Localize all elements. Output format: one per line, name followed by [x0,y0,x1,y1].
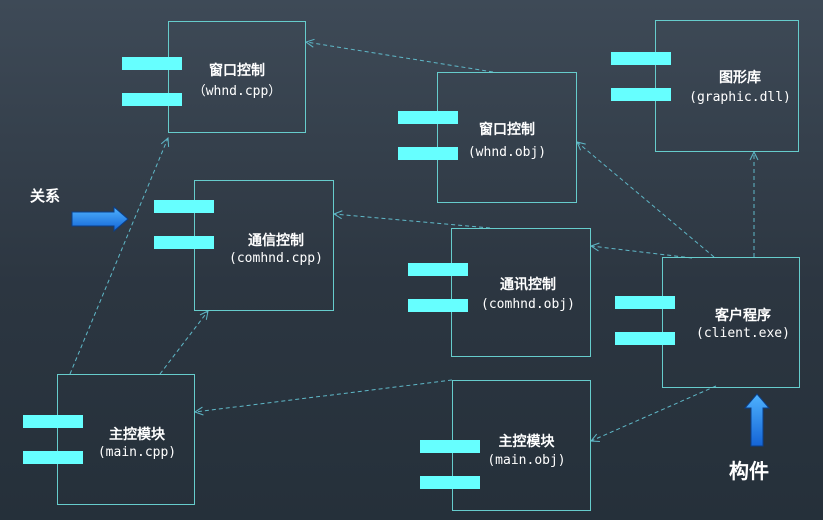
component-file: (graphic.dll) [689,90,791,105]
component-tab-bottom [23,451,83,464]
component-comm-obj[interactable]: 通讯控制 (comhnd.obj) [408,228,591,357]
component-graphic-dll[interactable]: 图形库 (graphic.dll) [611,20,799,152]
component-window-obj[interactable]: 窗口控制 (whnd.obj) [398,72,577,203]
component-file: (comhnd.cpp) [229,251,323,266]
component-name: 主控模块 [109,427,165,443]
dep-client-to-mainobj [591,385,717,441]
component-tab-bottom [611,88,671,101]
component-main-obj[interactable]: 主控模块 (main.obj) [420,380,591,511]
dep-client-to-comobj [591,246,693,259]
relation-legend-label: 关系 [30,187,61,205]
component-name: 主控模块 [498,434,555,450]
dep-client-to-whndobj [577,142,715,258]
dep-maincpp-to-whndcpp [69,138,168,375]
component-window-cpp[interactable]: 窗口控制 （whnd.cpp） [122,21,306,133]
component-file: （whnd.cpp） [192,84,282,99]
component-tab-top [122,57,182,70]
component-tab-bottom [420,476,480,489]
component-tab-top [615,296,675,309]
component-file: (comhnd.obj) [481,297,575,312]
component-tab-top [611,52,671,65]
component-arrow-icon [743,393,771,447]
component-main-cpp[interactable]: 主控模块 (main.cpp) [23,374,195,505]
component-tab-top [408,263,468,276]
component-tab-bottom [154,236,214,249]
component-file: (main.cpp) [97,445,177,460]
relation-arrow-icon [71,205,129,233]
component-tab-top [398,111,458,124]
component-file: (main.obj) [487,453,566,468]
component-tab-bottom [398,147,458,160]
component-name: 客户程序 [715,308,771,324]
dep-maincpp-to-comcpp [159,311,208,375]
component-tab-top [420,440,480,453]
component-comm-cpp[interactable]: 通信控制 (comhnd.cpp) [154,180,334,311]
component-tab-top [23,415,83,428]
dep-mainobj-to-maincpp [195,379,453,412]
component-tab-bottom [615,332,675,345]
component-name: 窗口控制 [479,122,535,138]
component-tab-bottom [408,299,468,312]
component-name: 通讯控制 [500,277,556,293]
component-client-exe[interactable]: 客户程序 (client.exe) [615,257,800,388]
component-tab-bottom [122,93,182,106]
component-name: 图形库 [719,70,761,86]
dep-comobj-to-comcpp [334,214,491,229]
component-file: (whnd.obj) [467,145,547,160]
component-name: 通信控制 [248,233,304,249]
dep-whndobj-to-whndcpp [306,42,494,73]
component-legend-label: 构件 [729,459,769,483]
component-tab-top [154,200,214,213]
component-name: 窗口控制 [209,63,265,79]
component-file: (client.exe) [696,326,790,341]
